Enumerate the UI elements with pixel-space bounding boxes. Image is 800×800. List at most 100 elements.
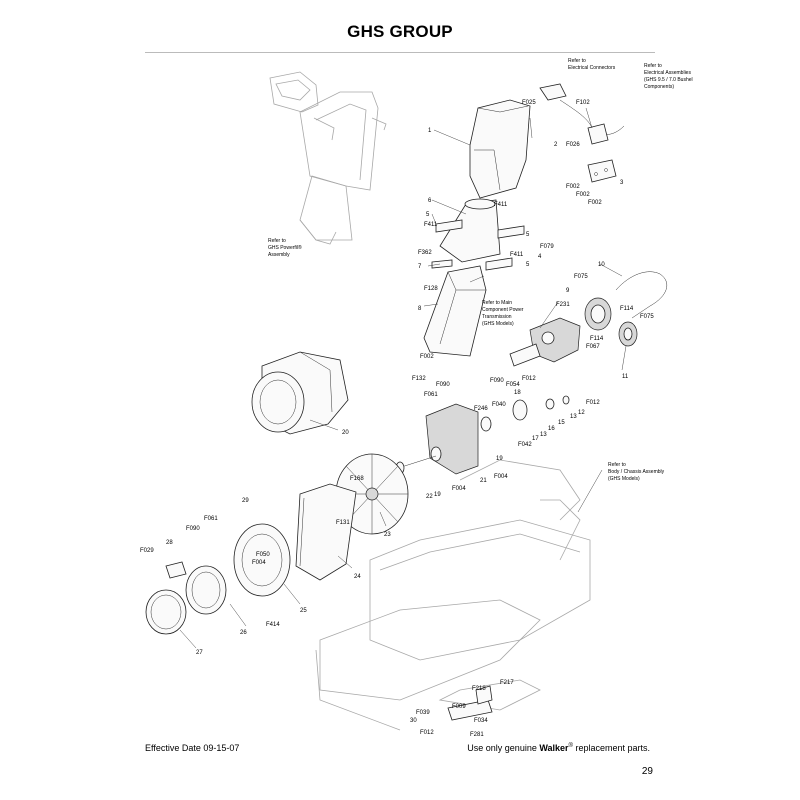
note-powerfil: Refer to GHS Powerfil® Assembly — [268, 238, 303, 258]
callout: F411 — [494, 202, 508, 208]
callout: 3 — [620, 180, 624, 186]
callout: F061 — [204, 516, 218, 522]
callout: F131 — [336, 520, 350, 526]
inlet-ring — [145, 589, 187, 635]
callout: F012 — [420, 730, 434, 736]
callout: 18 — [514, 390, 521, 396]
callout: F114 — [590, 336, 604, 342]
replacement-parts-note: Use only genuine Walker® replacement par… — [467, 743, 650, 753]
callout: F411 — [510, 252, 524, 258]
callout: F231 — [556, 302, 570, 308]
callout: F075 — [574, 274, 588, 280]
chute-deflector — [469, 99, 531, 199]
callout: F217 — [500, 680, 514, 686]
chassis-ghost — [315, 459, 591, 731]
note-electrical-assemblies: Refer to Electrical Assemblies (GHS 9.5 … — [644, 63, 694, 90]
callout: F026 — [566, 142, 580, 148]
electrical-harness — [539, 83, 625, 145]
callout: 16 — [548, 426, 555, 432]
callout-labels: 1 2 3 4 5 5 5 6 7 8 9 10 11 12 13 13 15 … — [140, 100, 654, 738]
clamp-brackets — [431, 219, 525, 271]
leader-lines — [179, 107, 627, 649]
callout: 13 — [570, 414, 577, 420]
callout: 10 — [598, 262, 605, 268]
callout: F411 — [424, 222, 438, 228]
effective-date: Effective Date 09-15-07 — [145, 743, 240, 753]
callout: F002 — [566, 184, 580, 190]
callout: F012 — [522, 376, 536, 382]
callout: 5 — [526, 262, 530, 268]
callout: F034 — [474, 718, 488, 724]
callout: F090 — [490, 378, 504, 384]
callout: 11 — [622, 374, 629, 380]
callout: 5 — [526, 232, 530, 238]
callout: 12 — [578, 410, 585, 416]
callout: 1 — [428, 128, 432, 134]
powerfil-ghost-assembly — [269, 71, 387, 245]
callout: 30 — [410, 718, 417, 724]
title-rule — [145, 52, 655, 53]
callout: F067 — [586, 344, 600, 350]
impeller — [335, 453, 409, 535]
callout: F128 — [424, 286, 438, 292]
callout: 19 — [434, 492, 441, 498]
small-bracket — [165, 561, 187, 579]
callout: 20 — [342, 430, 349, 436]
callout: F079 — [540, 244, 554, 250]
front-plate — [233, 523, 291, 597]
callout: F102 — [576, 100, 590, 106]
callout: F002 — [588, 200, 602, 206]
page-number: 29 — [641, 766, 653, 777]
callout: F362 — [418, 250, 432, 256]
callout: F012 — [586, 400, 600, 406]
callout: F218 — [472, 686, 486, 692]
drive-belt — [615, 271, 668, 319]
gearbox — [509, 317, 581, 367]
callout: 6 — [428, 198, 432, 204]
note-main-component: Refer to Main Component Power Transmissi… — [482, 300, 525, 327]
callout: F042 — [518, 442, 532, 448]
callout: F004 — [494, 474, 508, 480]
callout: 15 — [558, 420, 565, 426]
callout: 7 — [418, 264, 422, 270]
housing-band — [295, 483, 357, 581]
callout: F025 — [522, 100, 536, 106]
callout: 23 — [384, 532, 391, 538]
upper-tube — [439, 198, 501, 263]
callout: F281 — [470, 732, 484, 738]
callout: 21 — [480, 478, 487, 484]
callout: 25 — [300, 608, 307, 614]
callout: 4 — [538, 254, 542, 260]
callout: F090 — [186, 526, 200, 532]
callout: F029 — [140, 548, 154, 554]
callout: F414 — [266, 622, 280, 628]
callout: F132 — [412, 376, 426, 382]
lower-bracket — [447, 685, 493, 721]
deflector-bracket — [587, 159, 617, 183]
callout: 9 — [566, 288, 570, 294]
callout: F061 — [424, 392, 438, 398]
callout: F009 — [452, 704, 466, 710]
callout: 2 — [554, 142, 558, 148]
callout: 27 — [196, 650, 203, 656]
callout: F246 — [474, 406, 488, 412]
adapter-ring — [185, 565, 227, 615]
callout: 19 — [496, 456, 503, 462]
callout: F002 — [420, 354, 434, 360]
callout: 17 — [532, 436, 539, 442]
callout: 24 — [354, 574, 361, 580]
callout: F050 — [256, 552, 270, 558]
callout: 8 — [418, 306, 422, 312]
drive-pulley — [584, 297, 612, 331]
note-electrical-connectors: Refer to Electrical Connectors — [568, 58, 616, 71]
page-title: GHS GROUP — [347, 22, 453, 41]
callout: 5 — [426, 212, 430, 218]
callout: 28 — [166, 540, 173, 546]
lower-tube — [423, 265, 487, 357]
driven-pulley — [618, 321, 638, 347]
callout: F054 — [506, 382, 520, 388]
brand-name: Walker — [539, 743, 569, 753]
fan-housing-rear — [251, 351, 349, 435]
callout: F004 — [252, 560, 266, 566]
